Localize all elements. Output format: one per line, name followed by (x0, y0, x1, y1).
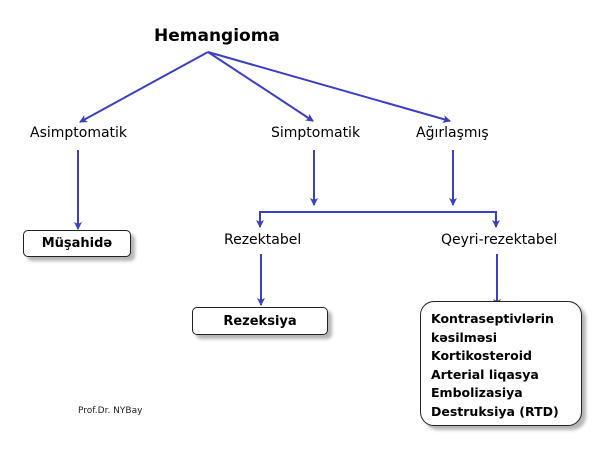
bracket-line (259, 211, 497, 226)
arrow-root-to-agirlasmis (207, 51, 451, 123)
treatment-item: Destruksiya (RTD) (431, 403, 559, 419)
node-rezektabel: Rezektabel (224, 232, 302, 248)
treatment-item: kəsilməsi (431, 329, 498, 345)
box-rezeksiya-label: Rezeksiya (223, 313, 297, 329)
treatment-item: Kortikosteroid (431, 348, 532, 363)
node-simptomatik: Simptomatik (271, 125, 361, 141)
arrow-root-to-asimptomatik (79, 51, 209, 123)
arrow-root-to-simptomatik (207, 51, 314, 122)
treatment-item: Arterial liqasya (431, 366, 539, 382)
author-credit: Prof.Dr. NYBay (78, 406, 143, 416)
node-qeyri-rezektabel: Qeyri-rezektabel (441, 232, 558, 248)
treatment-item: Embolizasiya (431, 385, 523, 400)
box-musahide-label: Müşahidə (41, 236, 113, 251)
box-treatments: Kontraseptivlərin kəsilməsi Kortikostero… (420, 301, 582, 426)
box-musahide: Müşahidə (23, 230, 131, 257)
node-agirlasmis: Ağırlaşmış (416, 125, 489, 141)
node-asimptomatik: Asimptomatik (30, 125, 128, 141)
root-node-hemangioma: Hemangioma (154, 26, 280, 46)
treatment-item: Kontraseptivlərin (431, 311, 554, 326)
box-rezeksiya: Rezeksiya (192, 307, 328, 335)
